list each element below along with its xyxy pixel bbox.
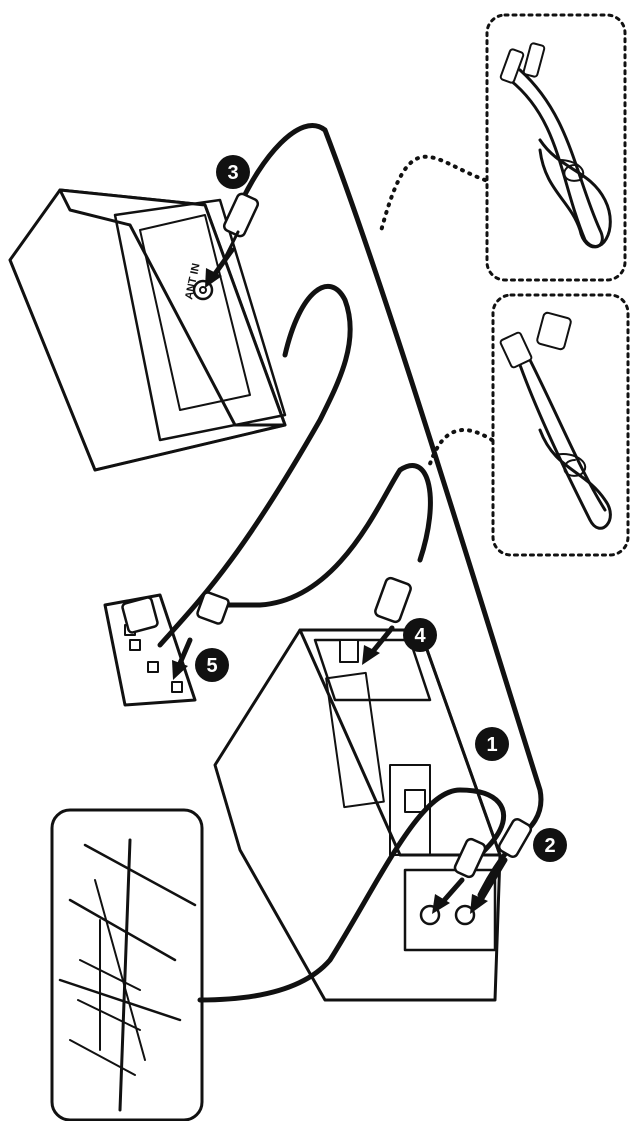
step-number-3: 3 [227,162,238,184]
step-number-5: 5 [206,655,217,677]
aerial-frame [52,810,202,1120]
step-number-1: 1 [486,734,497,756]
power-plug-socket-tv [122,597,159,634]
vcr [215,630,500,1000]
step-number-2: 2 [544,835,555,857]
step-badge-4: 4 [403,618,437,652]
step-badge-5: 5 [195,648,229,682]
step-number-4: 4 [414,625,426,647]
power-cable-accessory [493,295,628,555]
step-badge-3: 3 [216,155,250,189]
power-plug-vcr [374,577,412,623]
step-badge-2: 2 [533,828,567,862]
rf-plug-tv [223,192,260,258]
step-badge-1: 1 [475,727,509,761]
accessory-leader-rf [380,157,485,235]
rf-cable-accessory [487,15,625,280]
